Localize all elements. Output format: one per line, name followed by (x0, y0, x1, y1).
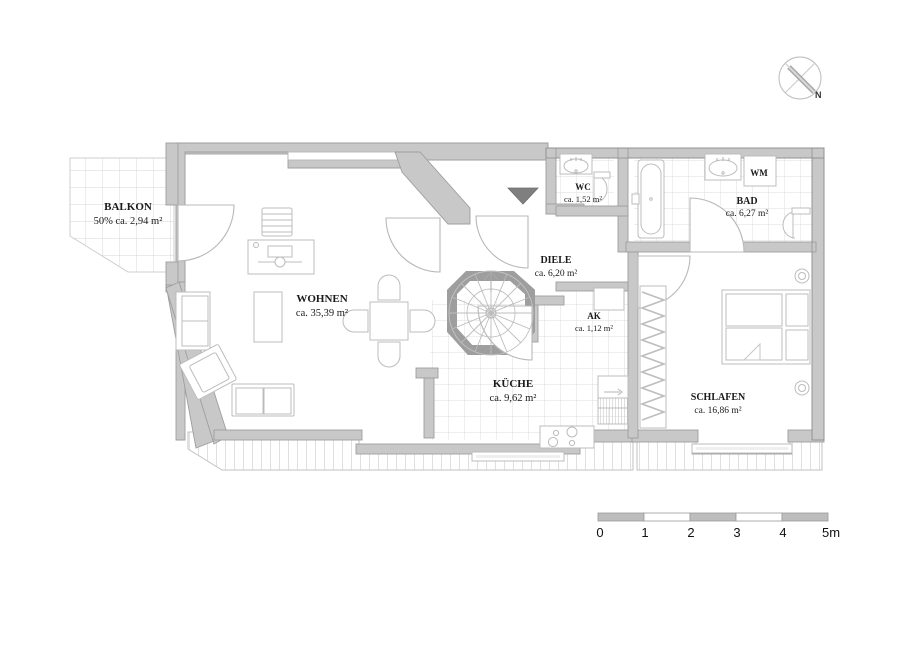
scale-tick-5: 5m (822, 525, 840, 540)
fixture-label-wm: WM (750, 168, 768, 178)
scale-tick-3: 3 (733, 525, 740, 540)
kitchen-fixtures (471, 375, 629, 462)
bad-cistern (791, 207, 811, 215)
coffee-table (253, 291, 283, 343)
room-area-diele: ca. 6,20 m² (535, 269, 578, 279)
compass-rose: N (778, 56, 822, 100)
scale-tick-0: 0 (596, 525, 603, 540)
compass-north-label: N (815, 90, 822, 100)
bedroom-furniture (639, 268, 811, 454)
room-label-ak: AK (587, 311, 601, 321)
room-area-balkon: 50% ca. 2,94 m² (94, 216, 163, 227)
balcony-area (69, 157, 175, 273)
spiral-staircase (448, 270, 534, 356)
entrance-marker (507, 187, 539, 205)
chair-bottom (377, 341, 401, 368)
doors (177, 197, 745, 361)
room-area-bad: ca. 6,27 m² (726, 209, 769, 219)
room-label-bad: BAD (736, 196, 757, 207)
ak-shelf (593, 287, 625, 311)
cabinet-left (175, 291, 211, 351)
bathtub-tap (631, 193, 640, 205)
wc-cistern (593, 171, 611, 179)
room-label-kueche: KÜCHE (493, 377, 533, 390)
desk (247, 239, 315, 275)
scale-tick-4: 4 (779, 525, 786, 540)
dining-set (342, 274, 436, 368)
wall-outlines (545, 147, 825, 441)
pillow-left (785, 293, 809, 327)
room-label-schlafen: SCHLAFEN (691, 392, 746, 403)
room-labels: BALKON 50% ca. 2,94 m² WOHNEN ca. 35,39 … (94, 168, 769, 416)
cooktop (539, 425, 595, 449)
bad-fixtures (631, 153, 811, 239)
room-area-ak: ca. 1,12 m² (575, 323, 613, 333)
washing-machine (743, 155, 777, 187)
chair-right (409, 309, 436, 333)
scale-bar: 0 1 2 3 4 5m (596, 512, 840, 540)
armchair (179, 344, 237, 400)
room-label-wohnen: WOHNEN (296, 293, 347, 305)
room-label-balkon: BALKON (104, 201, 152, 213)
room-label-diele: DIELE (540, 255, 571, 266)
living-room-furniture (175, 207, 436, 417)
room-area-wc: ca. 1,52 m² (564, 194, 602, 204)
scale-tick-1: 1 (641, 525, 648, 540)
chair-top (377, 274, 401, 301)
room-label-wc: WC (575, 182, 591, 192)
scale-tick-2: 2 (687, 525, 694, 540)
room-area-kueche: ca. 9,62 m² (490, 393, 537, 404)
ak-fixtures (593, 287, 625, 311)
wardrobe (639, 285, 667, 429)
plant-pot (261, 207, 293, 237)
chair-left (342, 309, 369, 333)
pillow-right (785, 329, 809, 361)
bad-toilet (782, 211, 796, 239)
sofa (231, 383, 295, 417)
kitchen-unit (597, 397, 629, 425)
room-area-schlafen: ca. 16,86 m² (694, 406, 741, 416)
room-area-wohnen: ca. 35,39 m² (296, 308, 348, 319)
double-bed (721, 289, 811, 365)
wc-fixtures (559, 153, 611, 203)
